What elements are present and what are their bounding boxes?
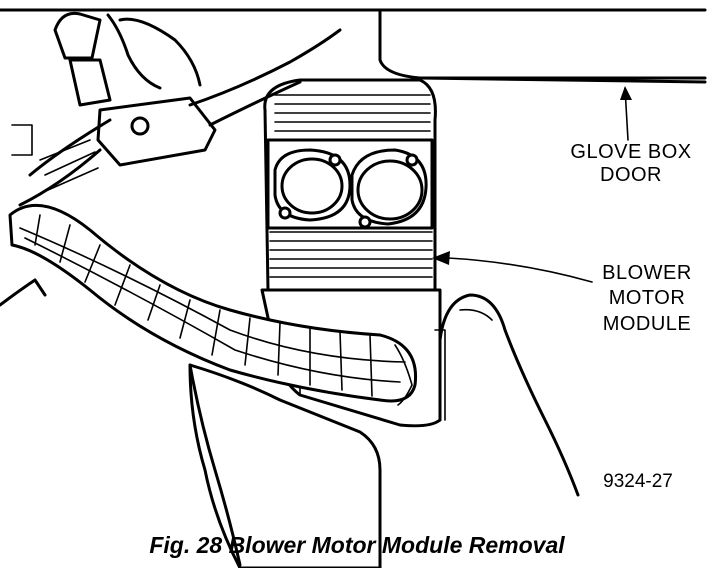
connector-assembly <box>11 11 342 207</box>
wiring-harness <box>8 203 418 403</box>
svg-text:BLOWER: BLOWER <box>602 262 692 284</box>
right-hand <box>188 293 580 568</box>
svg-text:MOTOR: MOTOR <box>609 287 686 309</box>
figure-code: 9324-27 <box>603 471 673 492</box>
svg-text:DOOR: DOOR <box>600 164 662 186</box>
right-port <box>350 148 428 229</box>
left-hand <box>0 13 202 307</box>
left-port <box>273 148 352 222</box>
glove-box-door-label: GLOVE BOX DOOR <box>570 141 691 186</box>
svg-text:MODULE: MODULE <box>603 313 692 335</box>
blower-motor-module-arrow <box>432 251 593 283</box>
figure-caption: Fig. 28 Blower Motor Module Removal <box>149 532 565 558</box>
svg-text:GLOVE BOX: GLOVE BOX <box>570 141 691 163</box>
blower-motor-module-label: BLOWER MOTOR MODULE <box>602 262 692 335</box>
dashboard-edge <box>0 8 707 84</box>
glove-box-door-arrow <box>620 86 632 141</box>
